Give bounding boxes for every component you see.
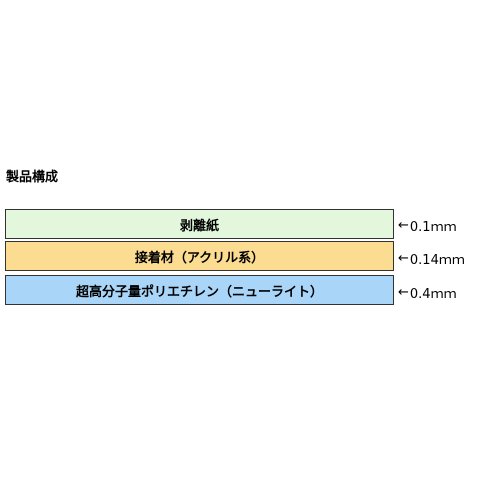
- thickness-adhesive: ← 0.14ｍｍ: [398, 248, 465, 268]
- left-arrow-icon: ←: [398, 217, 409, 233]
- layer-label: 接着材（アクリル系）: [134, 250, 265, 266]
- layer-adhesive: 接着材（アクリル系）: [5, 241, 394, 271]
- thickness-value: 0.1ｍｍ: [409, 219, 457, 235]
- layer-label: 超高分子量ポリエチレン（ニューライト）: [75, 284, 323, 300]
- left-arrow-icon: ←: [398, 284, 409, 300]
- left-arrow-icon: ←: [398, 250, 409, 266]
- layer-label: 剥離紙: [179, 218, 219, 234]
- thickness-value: 0.14ｍｍ: [409, 252, 465, 268]
- thickness-value: 0.4ｍｍ: [409, 286, 457, 302]
- thickness-uhmw-polyethylene: ← 0.4ｍｍ: [398, 282, 457, 302]
- thickness-release-paper: ← 0.1ｍｍ: [398, 215, 457, 235]
- layer-release-paper: 剥離紙: [5, 209, 394, 239]
- layer-uhmw-polyethylene: 超高分子量ポリエチレン（ニューライト）: [5, 275, 394, 305]
- diagram-title: 製品構成: [6, 170, 59, 185]
